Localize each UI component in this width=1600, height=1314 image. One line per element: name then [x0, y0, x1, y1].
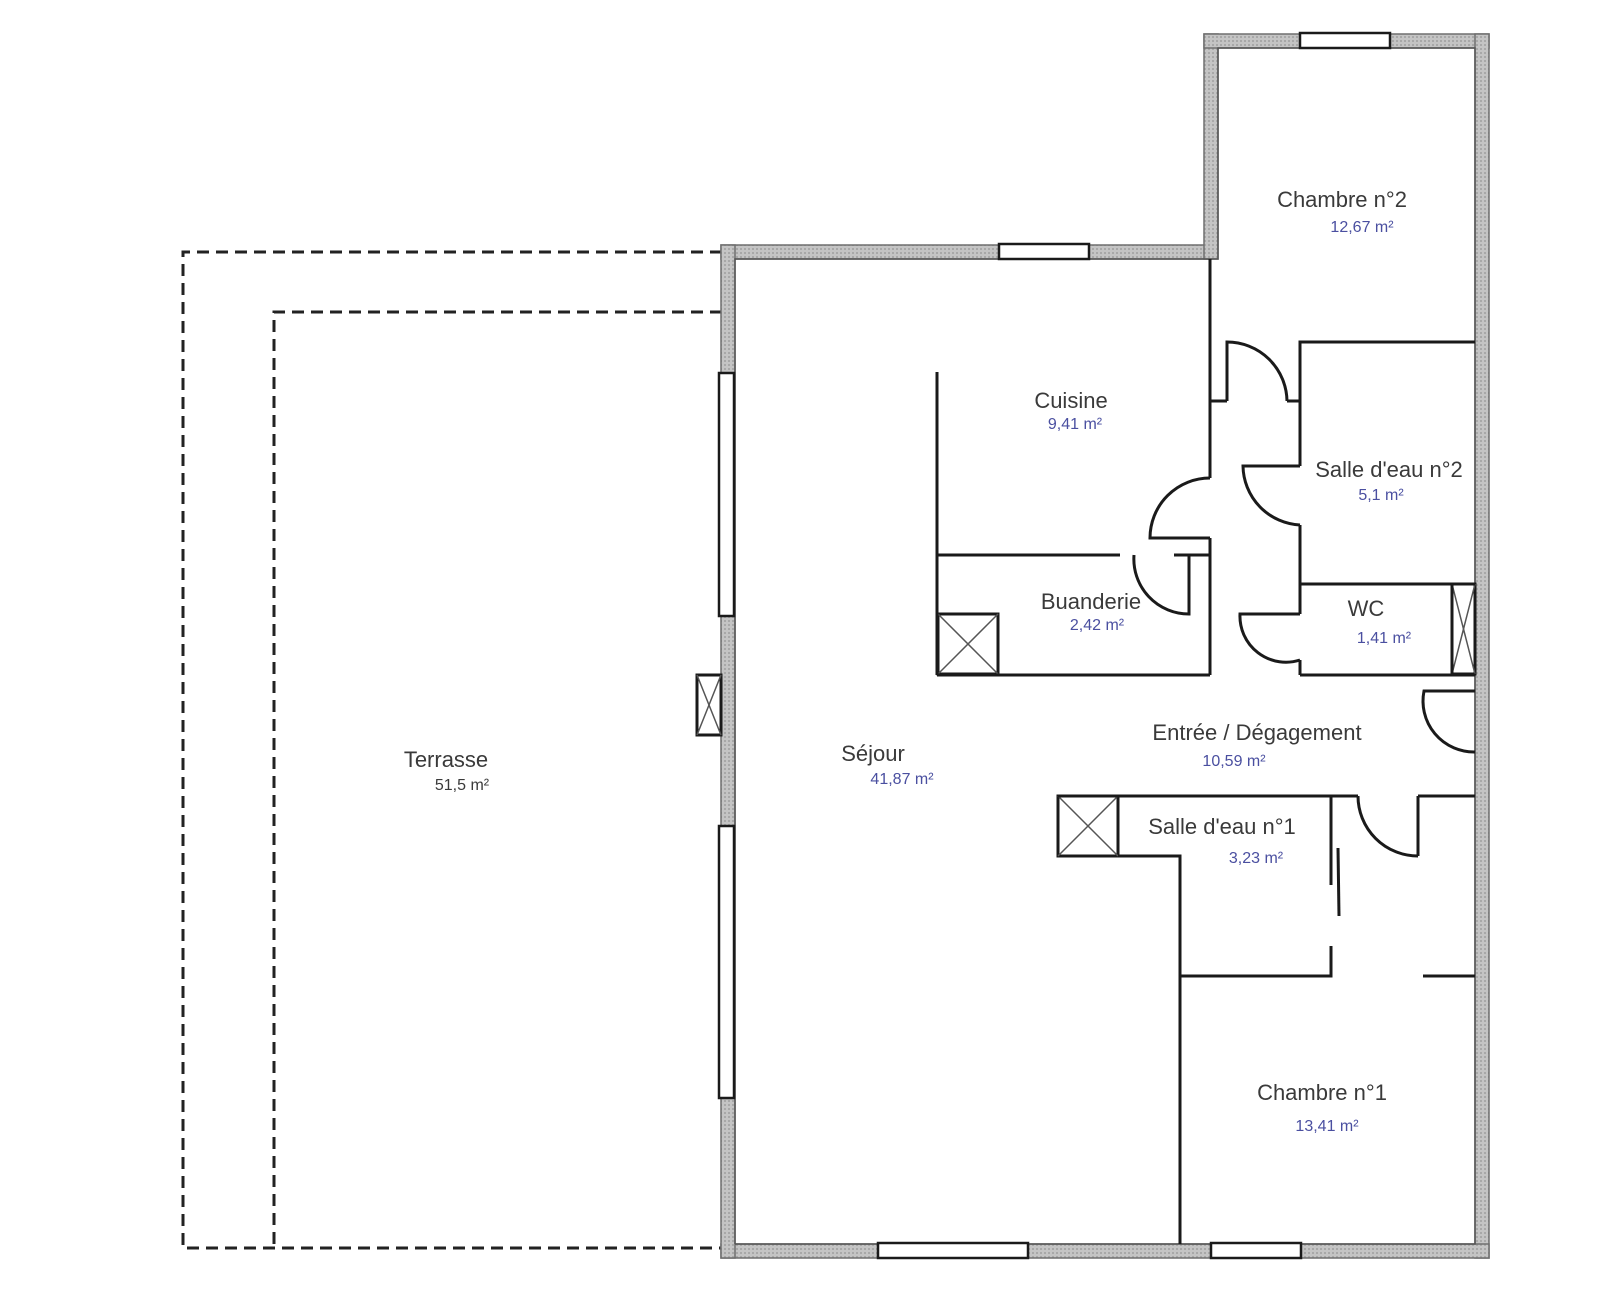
window-sejour-left-lower [717, 824, 736, 1100]
door-cuisine [1148, 476, 1211, 540]
room-name-buanderie: Buanderie [1041, 589, 1141, 614]
room-area-terrasse: 51,5 m² [435, 777, 490, 794]
room-area-chambre2: 12,67 m² [1330, 219, 1394, 236]
door-entree [1421, 689, 1476, 754]
doors [1132, 340, 1476, 858]
door-buanderie [1132, 554, 1191, 616]
window-chambre2-top [1298, 31, 1392, 50]
door-chambre2 [1225, 340, 1289, 402]
window-sejour-bottom [876, 1241, 1030, 1260]
room-area-cuisine: 9,41 m² [1048, 416, 1103, 433]
terrace-outline [181, 250, 722, 1250]
door-wc [1238, 612, 1301, 664]
duct-wc [1450, 582, 1477, 676]
window-chambre1-bottom [1209, 1241, 1303, 1260]
windows [717, 31, 1392, 1260]
room-name-salle-eau1: Salle d'eau n°1 [1148, 814, 1296, 839]
room-area-salle-eau2: 5,1 m² [1358, 487, 1404, 504]
window-sejour-left-upper [717, 371, 736, 618]
room-area-entree: 10,59 m² [1202, 753, 1266, 770]
interior-walls [935, 259, 1475, 1244]
duct-sejour [695, 673, 723, 737]
room-area-chambre1: 13,41 m² [1295, 1118, 1359, 1135]
room-name-wc: WC [1348, 596, 1385, 621]
duct-salle-eau1 [1056, 794, 1120, 858]
room-name-chambre1: Chambre n°1 [1257, 1080, 1387, 1105]
room-area-sejour: 41,87 m² [870, 771, 934, 788]
room-name-entree: Entrée / Dégagement [1152, 720, 1361, 745]
ducts [695, 582, 1477, 858]
door-salle-eau2 [1241, 464, 1301, 527]
room-name-salle-eau2: Salle d'eau n°2 [1315, 457, 1463, 482]
room-area-salle-eau1: 3,23 m² [1229, 850, 1284, 867]
room-name-sejour: Séjour [841, 741, 905, 766]
duct-buanderie [936, 612, 1000, 676]
room-labels: Chambre n°2 12,67 m² Cuisine 9,41 m² Sal… [404, 187, 1463, 1135]
window-sejour-top [997, 242, 1091, 261]
room-area-buanderie: 2,42 m² [1070, 617, 1125, 634]
room-name-terrasse: Terrasse [404, 747, 488, 772]
room-name-chambre2: Chambre n°2 [1277, 187, 1407, 212]
room-name-cuisine: Cuisine [1034, 388, 1107, 413]
room-area-wc: 1,41 m² [1357, 630, 1412, 647]
door-chambre1 [1356, 795, 1419, 858]
